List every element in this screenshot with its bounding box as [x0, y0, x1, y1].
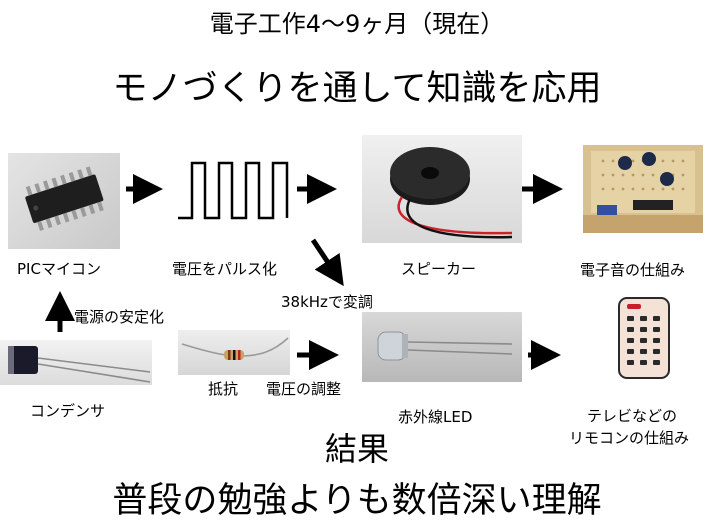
pulse-wave-icon	[178, 161, 289, 220]
remote-control-image	[617, 296, 671, 380]
label-electronic-sound: 電子音の仕組み	[580, 261, 686, 279]
label-power-stabilization: 電源の安定化	[74, 308, 165, 326]
label-pulse: 電圧をパルス化	[172, 260, 278, 278]
result-heading: 結果	[324, 430, 389, 468]
result-conclusion: 普段の勉強よりも数倍深い理解	[112, 481, 602, 521]
subtitle: 電子工作4〜9ヶ月（現在）	[209, 10, 505, 38]
pic-microcontroller-image	[8, 153, 120, 249]
label-infrared-led: 赤外線LED	[398, 408, 473, 426]
label-pic-microcontroller: PICマイコン	[17, 260, 101, 278]
label-38khz-modulation: 38kHzで変調	[281, 293, 373, 311]
label-resistor: 抵抗	[208, 380, 239, 398]
label-remote-line1: テレビなどの	[587, 407, 678, 425]
label-voltage-adjust: 電圧の調整	[266, 380, 342, 398]
resistor-image	[178, 330, 290, 375]
capacitor-image	[0, 340, 152, 385]
infrared-led-image	[362, 312, 522, 382]
arrow-pulse-to-led	[310, 238, 344, 287]
speaker-image	[362, 135, 522, 243]
sound-circuit-image	[583, 145, 703, 233]
label-speaker: スピーカー	[401, 260, 477, 278]
label-remote-line2: リモコンの仕組み	[569, 429, 690, 447]
label-capacitor: コンデンサ	[30, 402, 106, 420]
page-title: モノづくりを通して知識を応用	[112, 69, 602, 109]
